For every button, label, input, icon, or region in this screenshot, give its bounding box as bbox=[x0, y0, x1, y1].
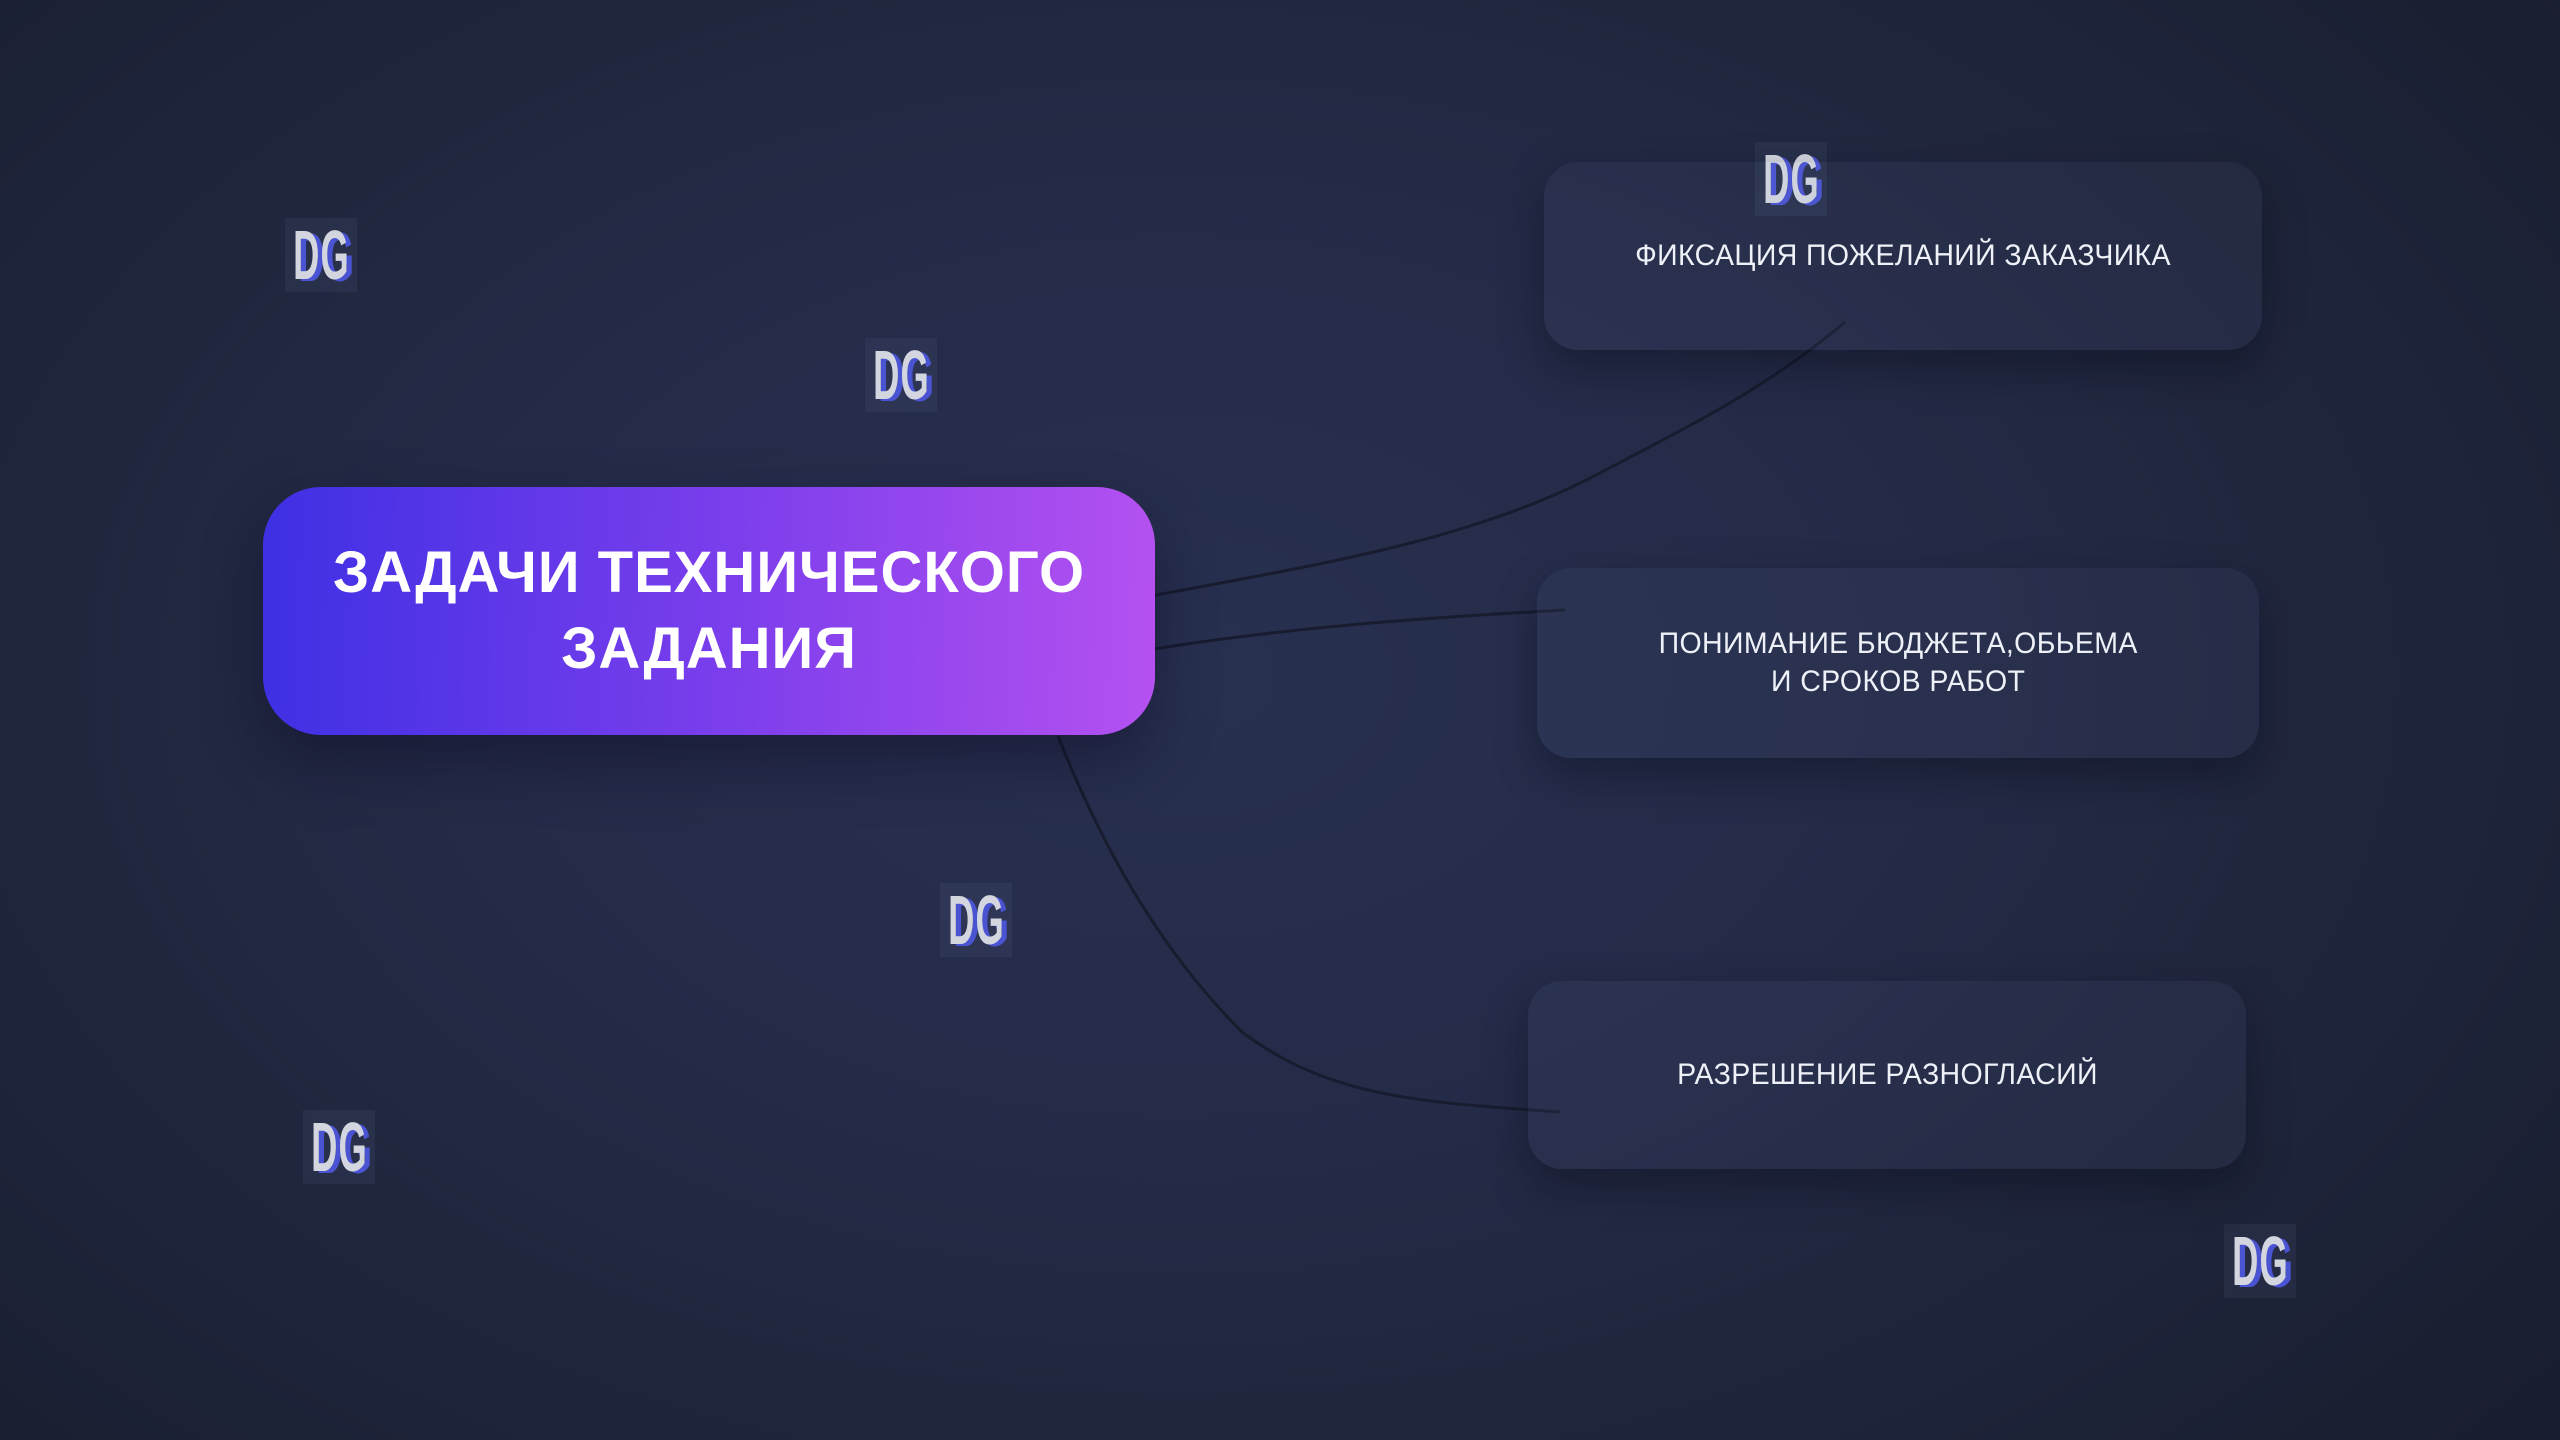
dg-watermark-text: DG bbox=[872, 336, 930, 414]
branch-node-2-line1: ПОНИМАНИЕ БЮДЖЕТА,ОБЬЕМА bbox=[1658, 627, 2138, 660]
branch-node-2[interactable]: ПОНИМАНИЕ БЮДЖЕТА,ОБЬЕМА И СРОКОВ РАБОТ bbox=[1537, 568, 2259, 758]
central-node-label: ЗАДАЧИ ТЕХНИЧЕСКОГО ЗАДАНИЯ bbox=[333, 535, 1085, 687]
connector-line-3 bbox=[1056, 735, 1561, 1114]
branch-node-3[interactable]: РАЗРЕШЕНИЕ РАЗНОГЛАСИЙ bbox=[1528, 981, 2246, 1169]
branch-node-1[interactable]: ФИКСАЦИЯ ПОЖЕЛАНИЙ ЗАКАЗЧИКА bbox=[1544, 162, 2262, 350]
central-node[interactable]: ЗАДАЧИ ТЕХНИЧЕСКОГО ЗАДАНИЯ bbox=[263, 487, 1155, 735]
central-node-label-line1: ЗАДАЧИ ТЕХНИЧЕСКОГО bbox=[332, 540, 1086, 605]
branch-node-2-label: ПОНИМАНИЕ БЮДЖЕТА,ОБЬЕМА И СРОКОВ РАБОТ bbox=[1658, 625, 2137, 701]
dg-watermark-text: DG bbox=[947, 881, 1005, 959]
dg-watermark: DG bbox=[940, 883, 1012, 957]
branch-node-3-line1: РАЗРЕШЕНИЕ РАЗНОГЛАСИЙ bbox=[1676, 1058, 2098, 1091]
dg-watermark-text: DG bbox=[310, 1108, 368, 1186]
branch-node-3-label: РАЗРЕШЕНИЕ РАЗНОГЛАСИЙ bbox=[1677, 1056, 2098, 1094]
dg-watermark: DG bbox=[1755, 142, 1827, 216]
branch-node-2-line2: И СРОКОВ РАБОТ bbox=[1770, 665, 2026, 698]
dg-watermark-text: DG bbox=[1762, 140, 1820, 218]
branch-node-1-line1: ФИКСАЦИЯ ПОЖЕЛАНИЙ ЗАКАЗЧИКА bbox=[1635, 239, 2171, 272]
dg-watermark-text: DG bbox=[292, 216, 350, 294]
connector-line-1 bbox=[1139, 320, 1846, 600]
dg-watermark: DG bbox=[303, 1110, 375, 1184]
dg-watermark-text: DG bbox=[2231, 1222, 2289, 1300]
dg-watermark: DG bbox=[2224, 1224, 2296, 1298]
central-node-label-line2: ЗАДАНИЯ bbox=[561, 616, 857, 681]
connector-line-2 bbox=[1147, 608, 1566, 652]
dg-watermark: DG bbox=[285, 218, 357, 292]
branch-node-1-label: ФИКСАЦИЯ ПОЖЕЛАНИЙ ЗАКАЗЧИКА bbox=[1635, 237, 2171, 275]
dg-watermark: DG bbox=[865, 338, 937, 412]
